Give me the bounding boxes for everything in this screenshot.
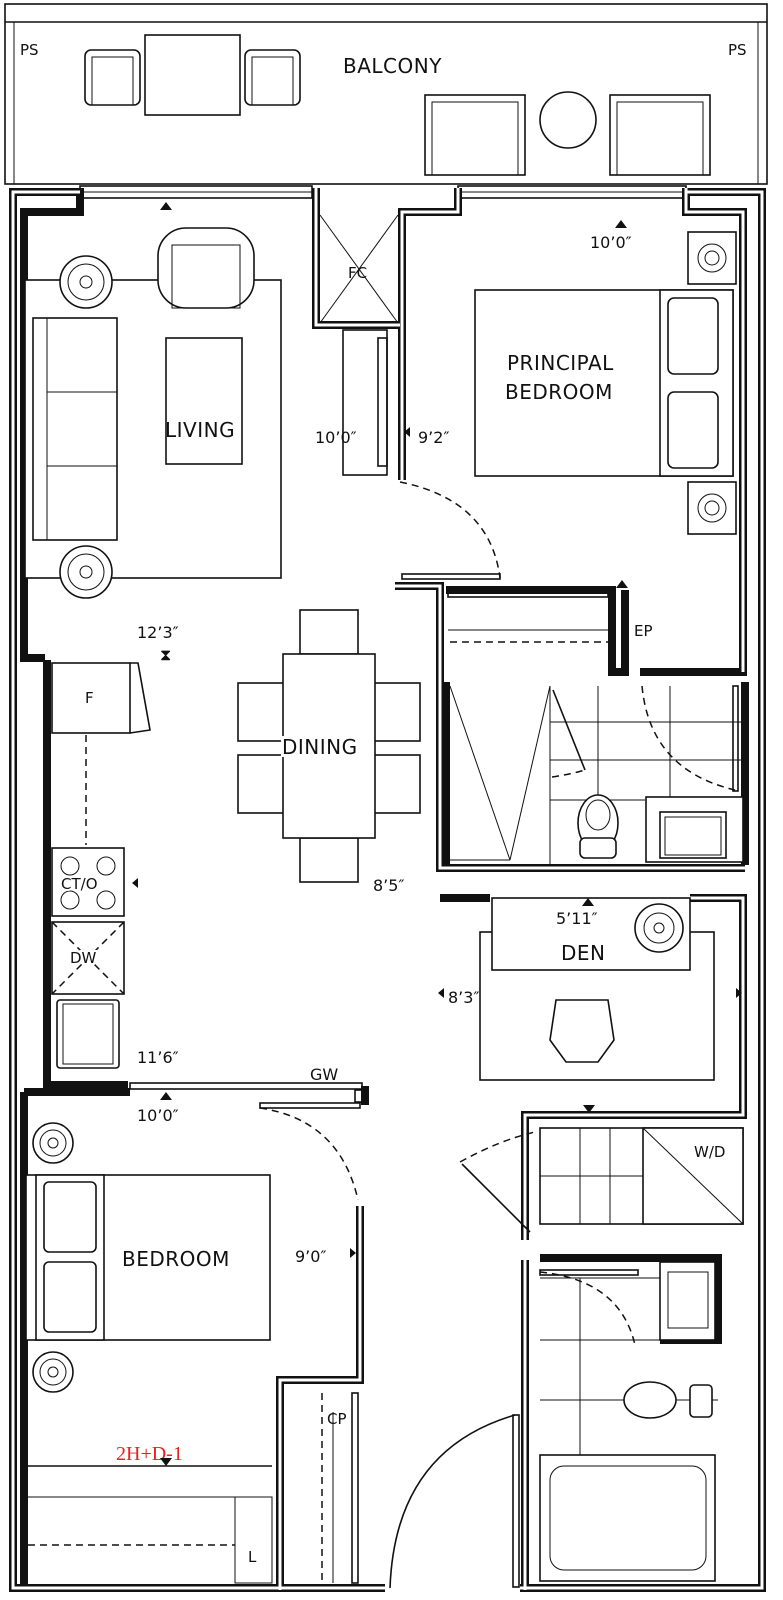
bedroom-label: BEDROOM bbox=[122, 1247, 230, 1271]
dining-label: DINING bbox=[282, 735, 358, 759]
balcony-lounge-set bbox=[424, 91, 711, 176]
den-depth-dim: 5’11″ bbox=[556, 909, 598, 928]
den: DEN 5’11″ 8’3″ bbox=[448, 897, 715, 1081]
principal-bedroom-width-dim: 10’0″ bbox=[590, 233, 632, 252]
living-label: LIVING bbox=[165, 418, 235, 442]
dining-dim: 8’5″ bbox=[373, 876, 404, 895]
living-length-dim: 12’3″ bbox=[137, 623, 179, 642]
bedroom: L BEDROOM 10’0″ 9’0″ GW 2H+D-1 bbox=[25, 1065, 366, 1584]
laundry: W/D bbox=[459, 1127, 744, 1233]
main-bathroom bbox=[539, 1261, 718, 1582]
walls bbox=[9, 188, 766, 1592]
dimension-marker: ⧗ bbox=[160, 645, 171, 664]
fc-label: FC bbox=[348, 264, 367, 282]
den-width-dim: 8’3″ bbox=[448, 988, 479, 1007]
living-width-dim: 10’0″ bbox=[315, 428, 357, 447]
dishwasher-label: DW bbox=[70, 949, 97, 967]
dimension-arrows bbox=[132, 202, 742, 1466]
ps-label-right: PS bbox=[728, 41, 747, 59]
entry: CP bbox=[321, 1392, 520, 1589]
lamp-icon bbox=[32, 1122, 74, 1393]
bedroom-length-dim: 9’0″ bbox=[295, 1247, 326, 1266]
fridge-label: F bbox=[85, 689, 94, 707]
living-room: LIVING 10’0″ 12’3″ ⧗ bbox=[24, 227, 388, 664]
unit-code: 2H+D-1 bbox=[116, 1443, 183, 1465]
ps-label-left: PS bbox=[20, 41, 39, 59]
principal-bedroom-length-dim: 9’2″ bbox=[418, 428, 449, 447]
kitchen: F CT/O DW 11’6″ bbox=[51, 662, 179, 1069]
ensuite-bathroom bbox=[449, 685, 745, 865]
ep-label: EP bbox=[634, 622, 653, 640]
linen-label: L bbox=[248, 1548, 257, 1566]
principal-bedroom: PRINCIPAL BEDROOM 10’0″ 9’2″ bbox=[399, 231, 737, 580]
principal-bedroom-label-line1: PRINCIPAL bbox=[507, 351, 614, 375]
cooktop-label: CT/O bbox=[61, 875, 98, 893]
principal-closet: EP bbox=[447, 591, 653, 643]
gw-label: GW bbox=[310, 1065, 338, 1084]
coat-closet-label: CP bbox=[327, 1410, 347, 1428]
windows bbox=[79, 185, 687, 199]
washer-dryer-label: W/D bbox=[694, 1143, 725, 1161]
den-label: DEN bbox=[561, 941, 606, 965]
balcony-label: BALCONY bbox=[343, 54, 442, 78]
balcony-table bbox=[84, 34, 301, 116]
bedroom-width-dim: 10’0″ bbox=[137, 1106, 179, 1125]
closet-fc: FC bbox=[319, 214, 399, 324]
kitchen-dim: 11’6″ bbox=[137, 1048, 179, 1067]
principal-bedroom-label-line2: BEDROOM bbox=[505, 380, 613, 404]
dining-area: DINING 8’5″ bbox=[237, 609, 421, 895]
balcony: PS PS BALCONY bbox=[4, 3, 768, 185]
lamp-icon bbox=[59, 255, 113, 599]
